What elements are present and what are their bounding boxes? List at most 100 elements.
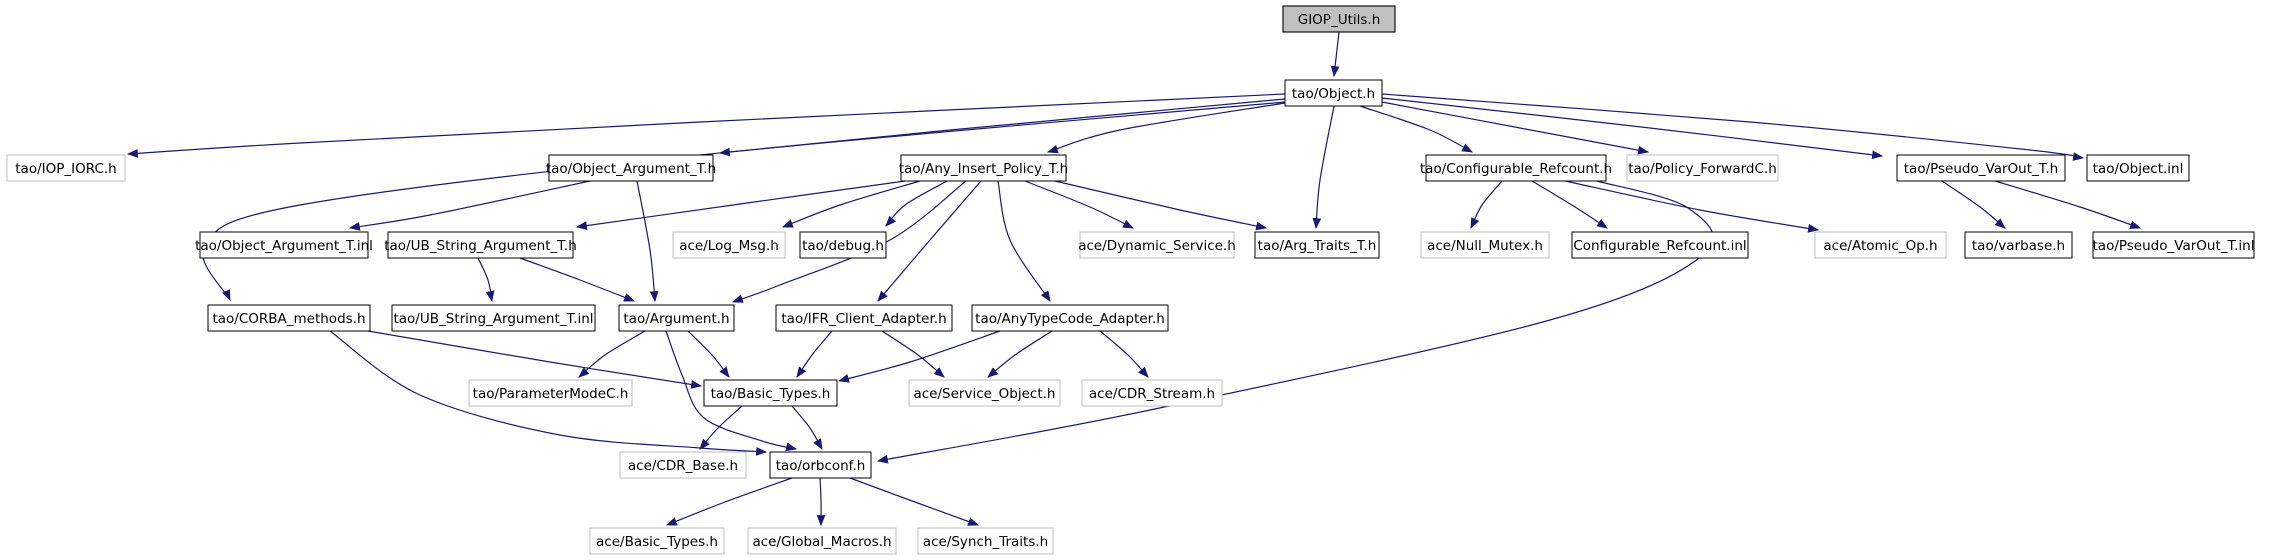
node-box-ace_basic[interactable]	[589, 527, 725, 555]
node-box-corba_methods[interactable]	[207, 304, 371, 332]
node-pseudo_inl[interactable]: tao/Pseudo_VarOut_T.inl	[2092, 231, 2255, 259]
node-box-pseudo[interactable]	[1896, 154, 2066, 182]
edge-object-to-argtraits	[1312, 105, 1335, 230]
node-box-giop[interactable]	[1282, 5, 1396, 33]
node-box-dynsvc[interactable]	[1079, 231, 1235, 259]
node-box-pseudo_inl[interactable]	[2092, 231, 2255, 259]
edge-anyinsert-to-argument	[731, 180, 967, 303]
node-label-objarg_t: tao/Object_Argument_T.h	[546, 161, 716, 177]
node-box-parammode[interactable]	[468, 379, 633, 407]
node-corba_methods[interactable]: tao/CORBA_methods.h	[207, 304, 371, 332]
node-cdrbase[interactable]: ace/CDR_Base.h	[619, 451, 747, 479]
node-anyinsert[interactable]: tao/Any_Insert_Policy_T.h	[899, 154, 1068, 182]
node-box-orbconf[interactable]	[769, 451, 872, 479]
node-box-cdrstream[interactable]	[1081, 379, 1223, 407]
node-box-argtraits[interactable]	[1254, 231, 1380, 259]
edge-objarg_t-to-argument	[636, 180, 659, 303]
node-label-iop: tao/IOP_IORC.h	[15, 161, 116, 177]
node-box-policyfwd[interactable]	[1626, 154, 1779, 182]
node-iop[interactable]: tao/IOP_IORC.h	[6, 154, 126, 182]
node-box-nullmutex[interactable]	[1420, 231, 1550, 259]
node-box-anyinsert[interactable]	[900, 154, 1067, 182]
node-box-anytc[interactable]	[971, 304, 1169, 332]
node-confref_inl[interactable]: Configurable_Refcount.inl	[1571, 231, 1749, 259]
node-box-objinl[interactable]	[2086, 154, 2190, 182]
node-box-objarg_t[interactable]	[548, 154, 714, 182]
node-box-basictypes[interactable]	[703, 379, 838, 407]
node-box-argument[interactable]	[618, 304, 735, 332]
node-logmsg[interactable]: ace/Log_Msg.h	[672, 231, 786, 259]
node-ubstr_inl[interactable]: tao/UB_String_Argument_T.inl	[391, 304, 596, 332]
edge-object-to-objinl	[1381, 93, 2085, 161]
node-pseudo[interactable]: tao/Pseudo_VarOut_T.h	[1896, 154, 2066, 182]
node-confref[interactable]: tao/Configurable_Refcount.h	[1420, 154, 1612, 182]
edge-object-to-confref	[1359, 105, 1473, 153]
node-orbconf[interactable]: tao/orbconf.h	[769, 451, 872, 479]
node-cdrstream[interactable]: ace/CDR_Stream.h	[1081, 379, 1223, 407]
node-ifr[interactable]: tao/IFR_Client_Adapter.h	[775, 304, 953, 332]
edge-argument-to-orbconf	[665, 330, 798, 452]
node-box-atomic[interactable]	[1814, 231, 1947, 259]
node-giop[interactable]: GIOP_Utils.h	[1282, 5, 1396, 33]
node-object[interactable]: tao/Object.h	[1284, 79, 1383, 107]
node-synchtraits[interactable]: ace/Synch_Traits.h	[917, 527, 1054, 555]
node-box-logmsg[interactable]	[672, 231, 786, 259]
node-policyfwd[interactable]: tao/Policy_ForwardC.h	[1626, 154, 1779, 182]
node-box-cdrbase[interactable]	[619, 451, 747, 479]
node-box-ubstr_h[interactable]	[387, 231, 574, 259]
node-box-debug[interactable]	[799, 231, 887, 259]
node-label-nullmutex: ace/Null_Mutex.h	[1427, 238, 1543, 254]
node-box-confref[interactable]	[1425, 154, 1607, 182]
node-label-anytc: tao/AnyTypeCode_Adapter.h	[975, 311, 1165, 327]
node-argument[interactable]: tao/Argument.h	[618, 304, 735, 332]
node-basictypes[interactable]: tao/Basic_Types.h	[703, 379, 838, 407]
node-dynsvc[interactable]: ace/Dynamic_Service.h	[1078, 231, 1236, 259]
node-label-logmsg: ace/Log_Msg.h	[679, 238, 779, 254]
node-anytc[interactable]: tao/AnyTypeCode_Adapter.h	[971, 304, 1169, 332]
node-label-pseudo_inl: tao/Pseudo_VarOut_T.inl	[2093, 238, 2255, 254]
edge-confref-to-nullmutex	[1470, 180, 1503, 229]
node-box-objarg_inl[interactable]	[199, 231, 369, 259]
node-objarg_inl[interactable]: tao/Object_Argument_T.inl	[195, 231, 373, 259]
node-label-anyinsert: tao/Any_Insert_Policy_T.h	[899, 161, 1068, 177]
node-box-synchtraits[interactable]	[917, 527, 1054, 555]
node-parammode[interactable]: tao/ParameterModeC.h	[468, 379, 633, 407]
node-ubstr_h[interactable]: tao/UB_String_Argument_T.h	[384, 231, 577, 259]
edge-object-to-policyfwd	[1381, 101, 1650, 155]
node-label-policyfwd: tao/Policy_ForwardC.h	[1628, 161, 1777, 177]
edge-argument-to-basictypes	[687, 330, 730, 378]
node-box-ubstr_inl[interactable]	[391, 304, 596, 332]
node-label-orbconf: tao/orbconf.h	[776, 458, 866, 474]
node-objinl[interactable]: tao/Object.inl	[2086, 154, 2190, 182]
edge-layer	[126, 31, 2142, 527]
edge-anyinsert-to-ifr	[877, 180, 982, 302]
node-argtraits[interactable]: tao/Arg_Traits_T.h	[1254, 231, 1380, 259]
node-box-confref_inl[interactable]	[1571, 231, 1749, 259]
node-label-synchtraits: ace/Synch_Traits.h	[923, 534, 1048, 550]
node-nullmutex[interactable]: ace/Null_Mutex.h	[1420, 231, 1550, 259]
node-box-varbase[interactable]	[1964, 231, 2073, 259]
edge-corba_methods-to-orbconf	[329, 330, 768, 456]
node-objarg_t[interactable]: tao/Object_Argument_T.h	[546, 154, 716, 182]
edge-anyinsert-to-argtraits	[1054, 180, 1268, 231]
edge-anytc-to-cdrstream	[1099, 330, 1149, 378]
node-atomic[interactable]: ace/Atomic_Op.h	[1814, 231, 1947, 259]
edge-anyinsert-to-logmsg	[781, 180, 921, 228]
node-box-globalmacros[interactable]	[747, 527, 897, 555]
node-debug[interactable]: tao/debug.h	[799, 231, 887, 259]
edge-confref-to-confref_inl	[1531, 180, 1608, 229]
edge-ifr-to-basictypes	[796, 330, 833, 378]
node-svcobj[interactable]: ace/Service_Object.h	[908, 379, 1061, 407]
node-box-svcobj[interactable]	[908, 379, 1061, 407]
node-label-globalmacros: ace/Global_Macros.h	[752, 534, 891, 550]
edge-basictypes-to-orbconf	[791, 405, 823, 450]
node-box-object[interactable]	[1284, 79, 1383, 107]
node-box-iop[interactable]	[6, 154, 126, 182]
edge-ubstr_h-to-ubstr_inl	[477, 257, 495, 303]
node-ace_basic[interactable]: ace/Basic_Types.h	[589, 527, 725, 555]
node-box-ifr[interactable]	[775, 304, 953, 332]
node-varbase[interactable]: tao/varbase.h	[1964, 231, 2073, 259]
node-label-ace_basic: ace/Basic_Types.h	[596, 534, 718, 550]
node-globalmacros[interactable]: ace/Global_Macros.h	[747, 527, 897, 555]
